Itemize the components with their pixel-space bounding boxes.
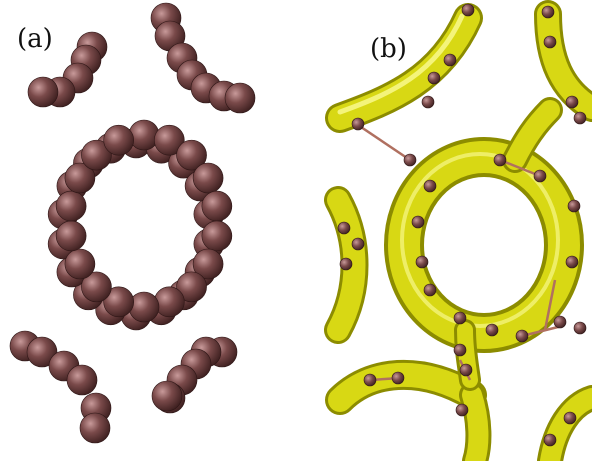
carbon-atom <box>55 220 87 252</box>
small-atom <box>423 283 437 297</box>
small-atom <box>453 311 467 325</box>
carbon-atom <box>151 380 183 412</box>
carbon-atom <box>64 248 96 280</box>
carbon-atom <box>27 76 59 108</box>
small-atom <box>493 153 507 167</box>
small-atom <box>443 53 457 67</box>
small-atom <box>453 343 467 357</box>
small-atom <box>339 257 353 271</box>
small-atom <box>563 411 577 425</box>
small-atom <box>351 237 365 251</box>
small-atom <box>421 95 435 109</box>
panel-a-atomic-structure: (a) <box>9 2 256 444</box>
small-atom <box>391 371 405 385</box>
small-atom <box>403 153 417 167</box>
small-atom <box>543 433 557 447</box>
small-atom <box>337 221 351 235</box>
carbon-atom <box>192 162 224 194</box>
small-atom <box>411 215 425 229</box>
small-atom <box>541 5 555 19</box>
charge-density-render <box>324 0 592 461</box>
carbon-atom <box>201 190 233 222</box>
small-atom <box>533 169 547 183</box>
carbon-atom <box>26 336 58 368</box>
carbon-atom <box>81 271 112 303</box>
carbon-atom <box>128 119 160 151</box>
panel-a-label: (a) <box>17 24 53 54</box>
small-atom <box>573 111 587 125</box>
small-atom <box>485 323 499 337</box>
small-atom <box>565 95 579 109</box>
small-atom <box>459 363 473 377</box>
carbon-atom <box>154 286 185 318</box>
small-atom <box>515 329 529 343</box>
isosurface <box>324 0 592 461</box>
carbon-atom <box>103 286 134 318</box>
carbon-atom <box>192 248 224 280</box>
small-atom <box>461 3 475 17</box>
small-atom <box>573 321 587 335</box>
small-atom <box>553 315 567 329</box>
atom-markers <box>337 3 587 447</box>
carbon-atom <box>103 124 134 156</box>
carbon-atom <box>79 412 111 444</box>
carbon-atom <box>154 124 185 156</box>
carbon-atom <box>55 190 87 222</box>
carbon-atom <box>66 364 98 396</box>
carbon-atom-group <box>9 2 256 444</box>
small-atom <box>567 199 581 213</box>
panel-b-label: (b) <box>370 34 407 64</box>
small-atom <box>423 179 437 193</box>
carbon-atom <box>201 220 233 252</box>
small-atom <box>351 117 365 131</box>
carbon-atom <box>176 271 207 303</box>
carbon-atom <box>64 162 96 194</box>
carbon-atom <box>224 82 256 114</box>
carbon-atom <box>81 139 112 171</box>
small-atom <box>543 35 557 49</box>
small-atom <box>427 71 441 85</box>
small-atom <box>415 255 429 269</box>
small-atom <box>455 403 469 417</box>
panel-b-charge-density: (b) <box>300 0 592 461</box>
small-atom <box>363 373 377 387</box>
small-atom <box>565 255 579 269</box>
carbon-atom <box>176 139 207 171</box>
atomic-structure-render <box>9 2 256 444</box>
carbon-atom <box>128 291 160 323</box>
